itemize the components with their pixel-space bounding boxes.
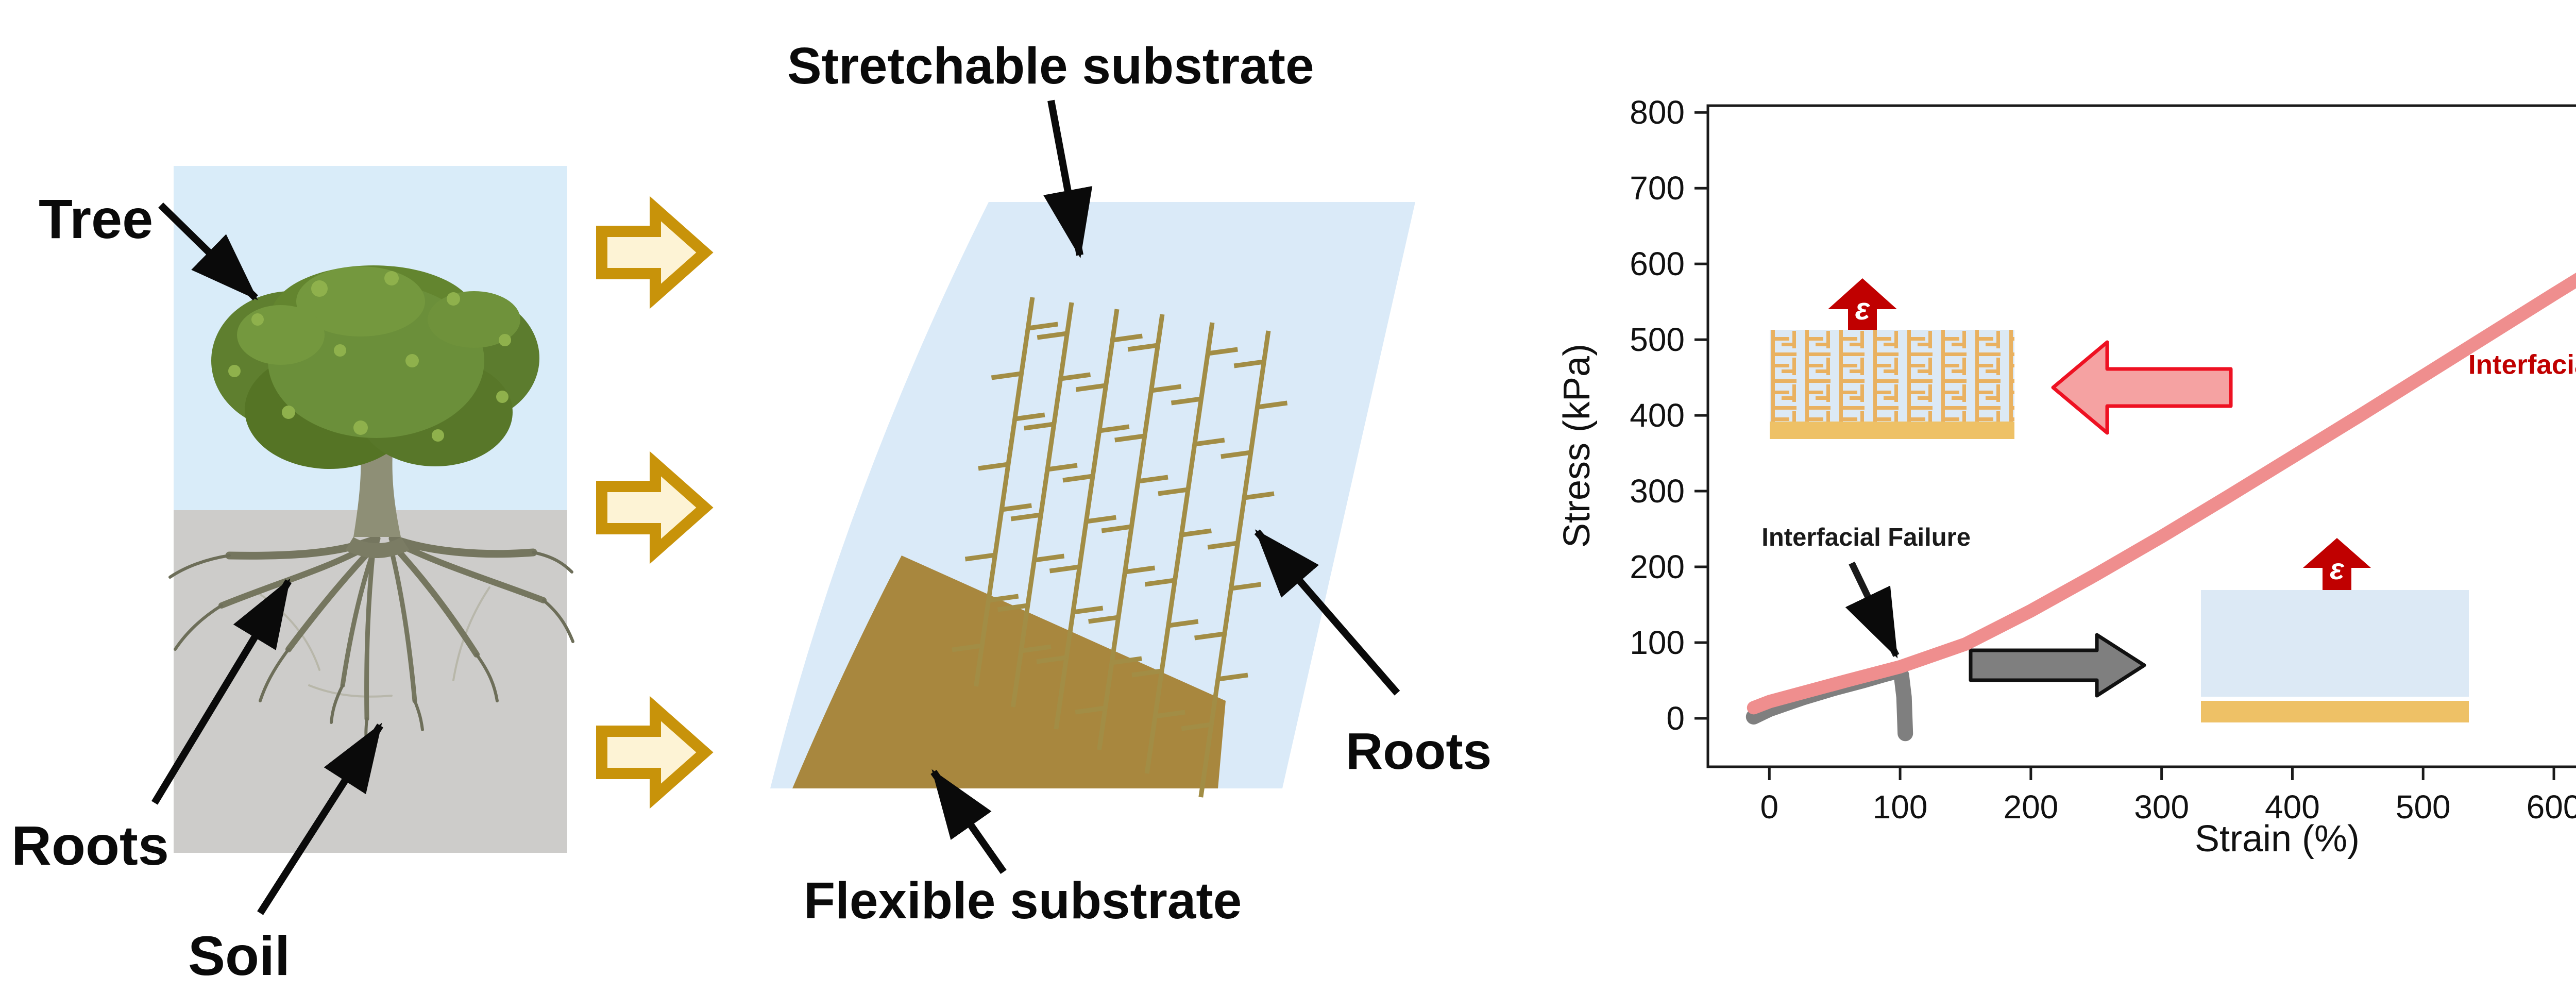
inset-root-substrate: ε	[1770, 278, 2014, 439]
strain-up-arrow-right: ε	[2303, 538, 2371, 590]
tree-soil-panel: Tree Roots Soil	[11, 166, 574, 987]
inset-plain-substrate: ε	[2201, 538, 2469, 722]
y-tick-label: 0	[1666, 700, 1685, 737]
y-tick-label: 100	[1630, 624, 1685, 661]
y-tick-label: 500	[1630, 321, 1685, 358]
x-tick-label: 600	[2527, 788, 2576, 826]
tree-label: Tree	[39, 188, 153, 250]
epsilon-label-left: ε	[1855, 292, 1871, 326]
stretchable-pointer-arrow	[1043, 99, 1093, 259]
chart-annotations: Interfacial FailureInterfacial Failure	[1761, 349, 2576, 659]
y-tick-label: 700	[1630, 170, 1685, 207]
x-tick-label: 400	[2265, 788, 2320, 826]
x-axis-title: Strain (%)	[2195, 818, 2360, 860]
strain-up-arrow-left: ε	[1828, 278, 1897, 330]
y-axis-ticks: 0 100 200 300 400 500 600 700 800	[1630, 94, 1708, 737]
soil-label: Soil	[188, 924, 290, 987]
gold-block-arrow-3	[596, 696, 714, 809]
flexible-substrate-shape	[792, 556, 1226, 788]
x-tick-label: 300	[2134, 788, 2189, 826]
annotation-arrow-black	[1845, 561, 1900, 659]
y-axis-title: Stress (kPa)	[1556, 344, 1598, 548]
salmon-left-arrow	[2051, 340, 2233, 435]
y-tick-label: 400	[1630, 397, 1685, 434]
gold-block-arrow-1	[596, 196, 714, 309]
tree-pointer-arrow	[158, 202, 258, 301]
annotation-text-black: Interfacial Failure	[1761, 524, 1971, 551]
roots-mid-pointer-arrow	[1254, 529, 1400, 696]
x-tick-label: 500	[2396, 788, 2451, 826]
epsilon-label-right: ε	[2330, 552, 2345, 586]
x-tick-label: 100	[1873, 788, 1928, 826]
x-tick-label: 0	[1760, 788, 1778, 826]
plot-area	[1706, 104, 2576, 768]
y-tick-label: 300	[1630, 473, 1685, 510]
root-stem	[952, 297, 1058, 687]
y-tick-label: 200	[1630, 548, 1685, 585]
x-tick-label: 200	[2003, 788, 2058, 826]
stress-strain-chart: 0 100 200 300 400 500 600 700 800 0 100 200 300 400 5…	[1556, 94, 2576, 860]
roots-left-pointer-arrow	[151, 578, 292, 805]
root-structure-pattern	[952, 297, 1288, 798]
root-stem	[1181, 330, 1288, 798]
y-tick-label: 600	[1630, 245, 1685, 282]
soil-pointer-arrow	[257, 722, 383, 915]
roots-left-label: Roots	[11, 814, 169, 877]
gold-block-arrow-2	[596, 451, 714, 564]
curve-stretchable	[1747, 273, 2576, 715]
gray-right-arrow	[1969, 633, 2146, 698]
annotation-text-red: Interfacial Failure	[2468, 349, 2576, 380]
root-stem	[1131, 322, 1238, 774]
stretchable-substrate-panel: Stretchable substrate Roots Flexible sub…	[770, 37, 1492, 930]
flexible-pointer-arrow	[930, 769, 1007, 874]
root-stem	[1036, 309, 1143, 730]
root-stem	[997, 302, 1091, 708]
root-stem	[1075, 314, 1182, 750]
transition-arrows	[596, 196, 714, 809]
roots-mid-label: Roots	[1346, 722, 1492, 780]
stretchable-substrate-label: Stretchable substrate	[787, 37, 1314, 95]
tree-canopy	[211, 265, 539, 469]
flexible-substrate-label: Flexible substrate	[804, 872, 1242, 930]
data-curves	[1745, 273, 2576, 742]
y-tick-label: 800	[1630, 94, 1685, 131]
